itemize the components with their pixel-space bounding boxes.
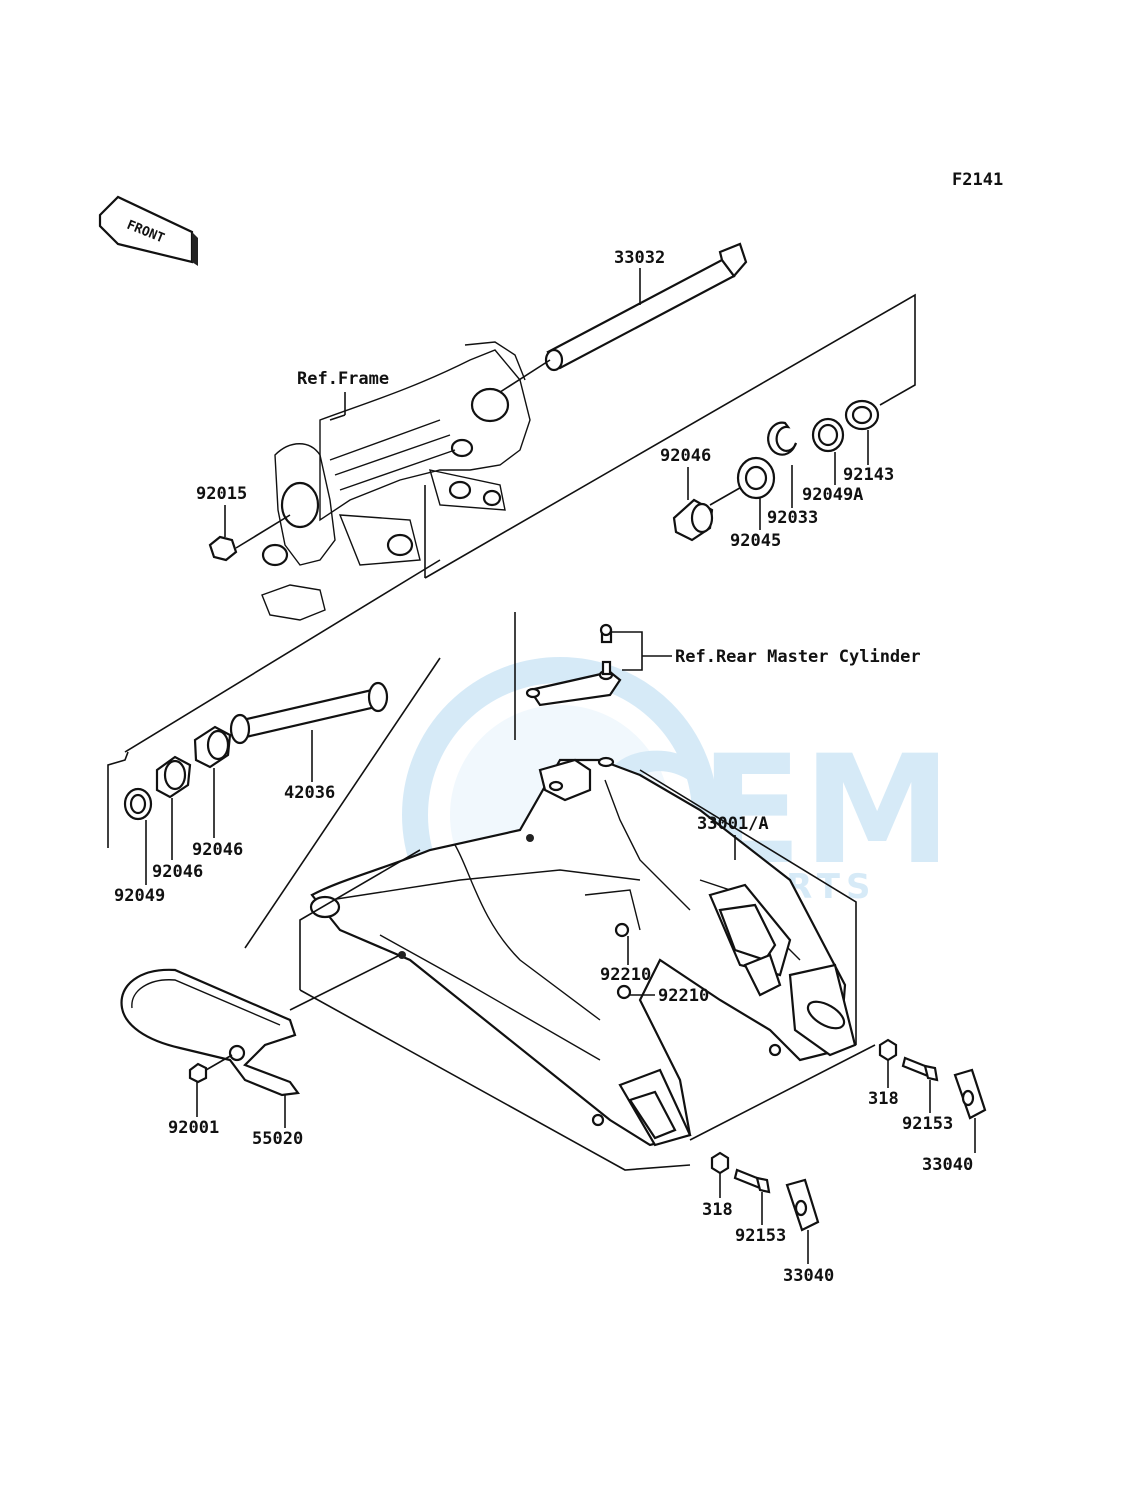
label-92033: 92033 xyxy=(767,508,818,528)
bolt-92153-right xyxy=(901,1056,939,1082)
label-318-left: 318 xyxy=(702,1200,733,1220)
label-ref-rear-master-cylinder: Ref.Rear Master Cylinder xyxy=(675,647,921,667)
label-33040-right: 33040 xyxy=(922,1155,973,1175)
label-92210-b: 92210 xyxy=(658,986,709,1006)
sleeve-42036 xyxy=(229,681,389,745)
bearing-92045 xyxy=(736,456,776,500)
diagram-code: F2141 xyxy=(952,170,1003,190)
label-92049: 92049 xyxy=(114,886,165,906)
bolt-92153-left xyxy=(733,1168,771,1194)
swingarm-33001A xyxy=(309,756,857,1147)
label-55020: 55020 xyxy=(252,1129,303,1149)
circlip-92033 xyxy=(767,421,798,456)
nut-318-right xyxy=(878,1038,898,1062)
label-33032: 33032 xyxy=(614,248,665,268)
chain-guard-55020 xyxy=(120,968,300,1097)
label-33001A: 33001/A xyxy=(697,814,769,834)
label-92153-left: 92153 xyxy=(735,1226,786,1246)
front-arrow-icon: FRONT xyxy=(98,195,198,266)
label-318-right: 318 xyxy=(868,1089,899,1109)
bolt-92210-b xyxy=(616,984,632,1000)
label-92153-right: 92153 xyxy=(902,1114,953,1134)
label-42036: 42036 xyxy=(284,783,335,803)
label-92015: 92015 xyxy=(196,484,247,504)
nut-318-left xyxy=(710,1151,730,1175)
seal-92143 xyxy=(844,399,880,431)
pivot-shaft xyxy=(544,242,748,372)
label-92143: 92143 xyxy=(843,465,894,485)
adjuster-33040-right xyxy=(953,1068,987,1120)
frame-reference-sketch xyxy=(261,341,531,621)
seal-92049A xyxy=(811,417,845,453)
label-92046-mid: 92046 xyxy=(192,840,243,860)
needle-bearing-92046-low xyxy=(155,755,192,799)
label-92049A: 92049A xyxy=(802,485,863,505)
label-92046-top: 92046 xyxy=(660,446,711,466)
needle-bearing-92046-mid xyxy=(193,725,232,769)
seal-92049 xyxy=(123,787,153,821)
label-33040-left: 33040 xyxy=(783,1266,834,1286)
label-92210-a: 92210 xyxy=(600,965,651,985)
needle-bearing-92046-top xyxy=(672,498,714,542)
adjuster-33040-left xyxy=(785,1178,820,1232)
bolt-92210-a xyxy=(614,922,630,938)
label-92046-low: 92046 xyxy=(152,862,203,882)
bolt-92001 xyxy=(188,1062,208,1084)
nut-92015 xyxy=(208,535,238,562)
master-cylinder-bracket xyxy=(525,623,622,707)
label-92001: 92001 xyxy=(168,1118,219,1138)
label-ref-frame: Ref.Frame xyxy=(297,369,389,389)
label-92045: 92045 xyxy=(730,531,781,551)
